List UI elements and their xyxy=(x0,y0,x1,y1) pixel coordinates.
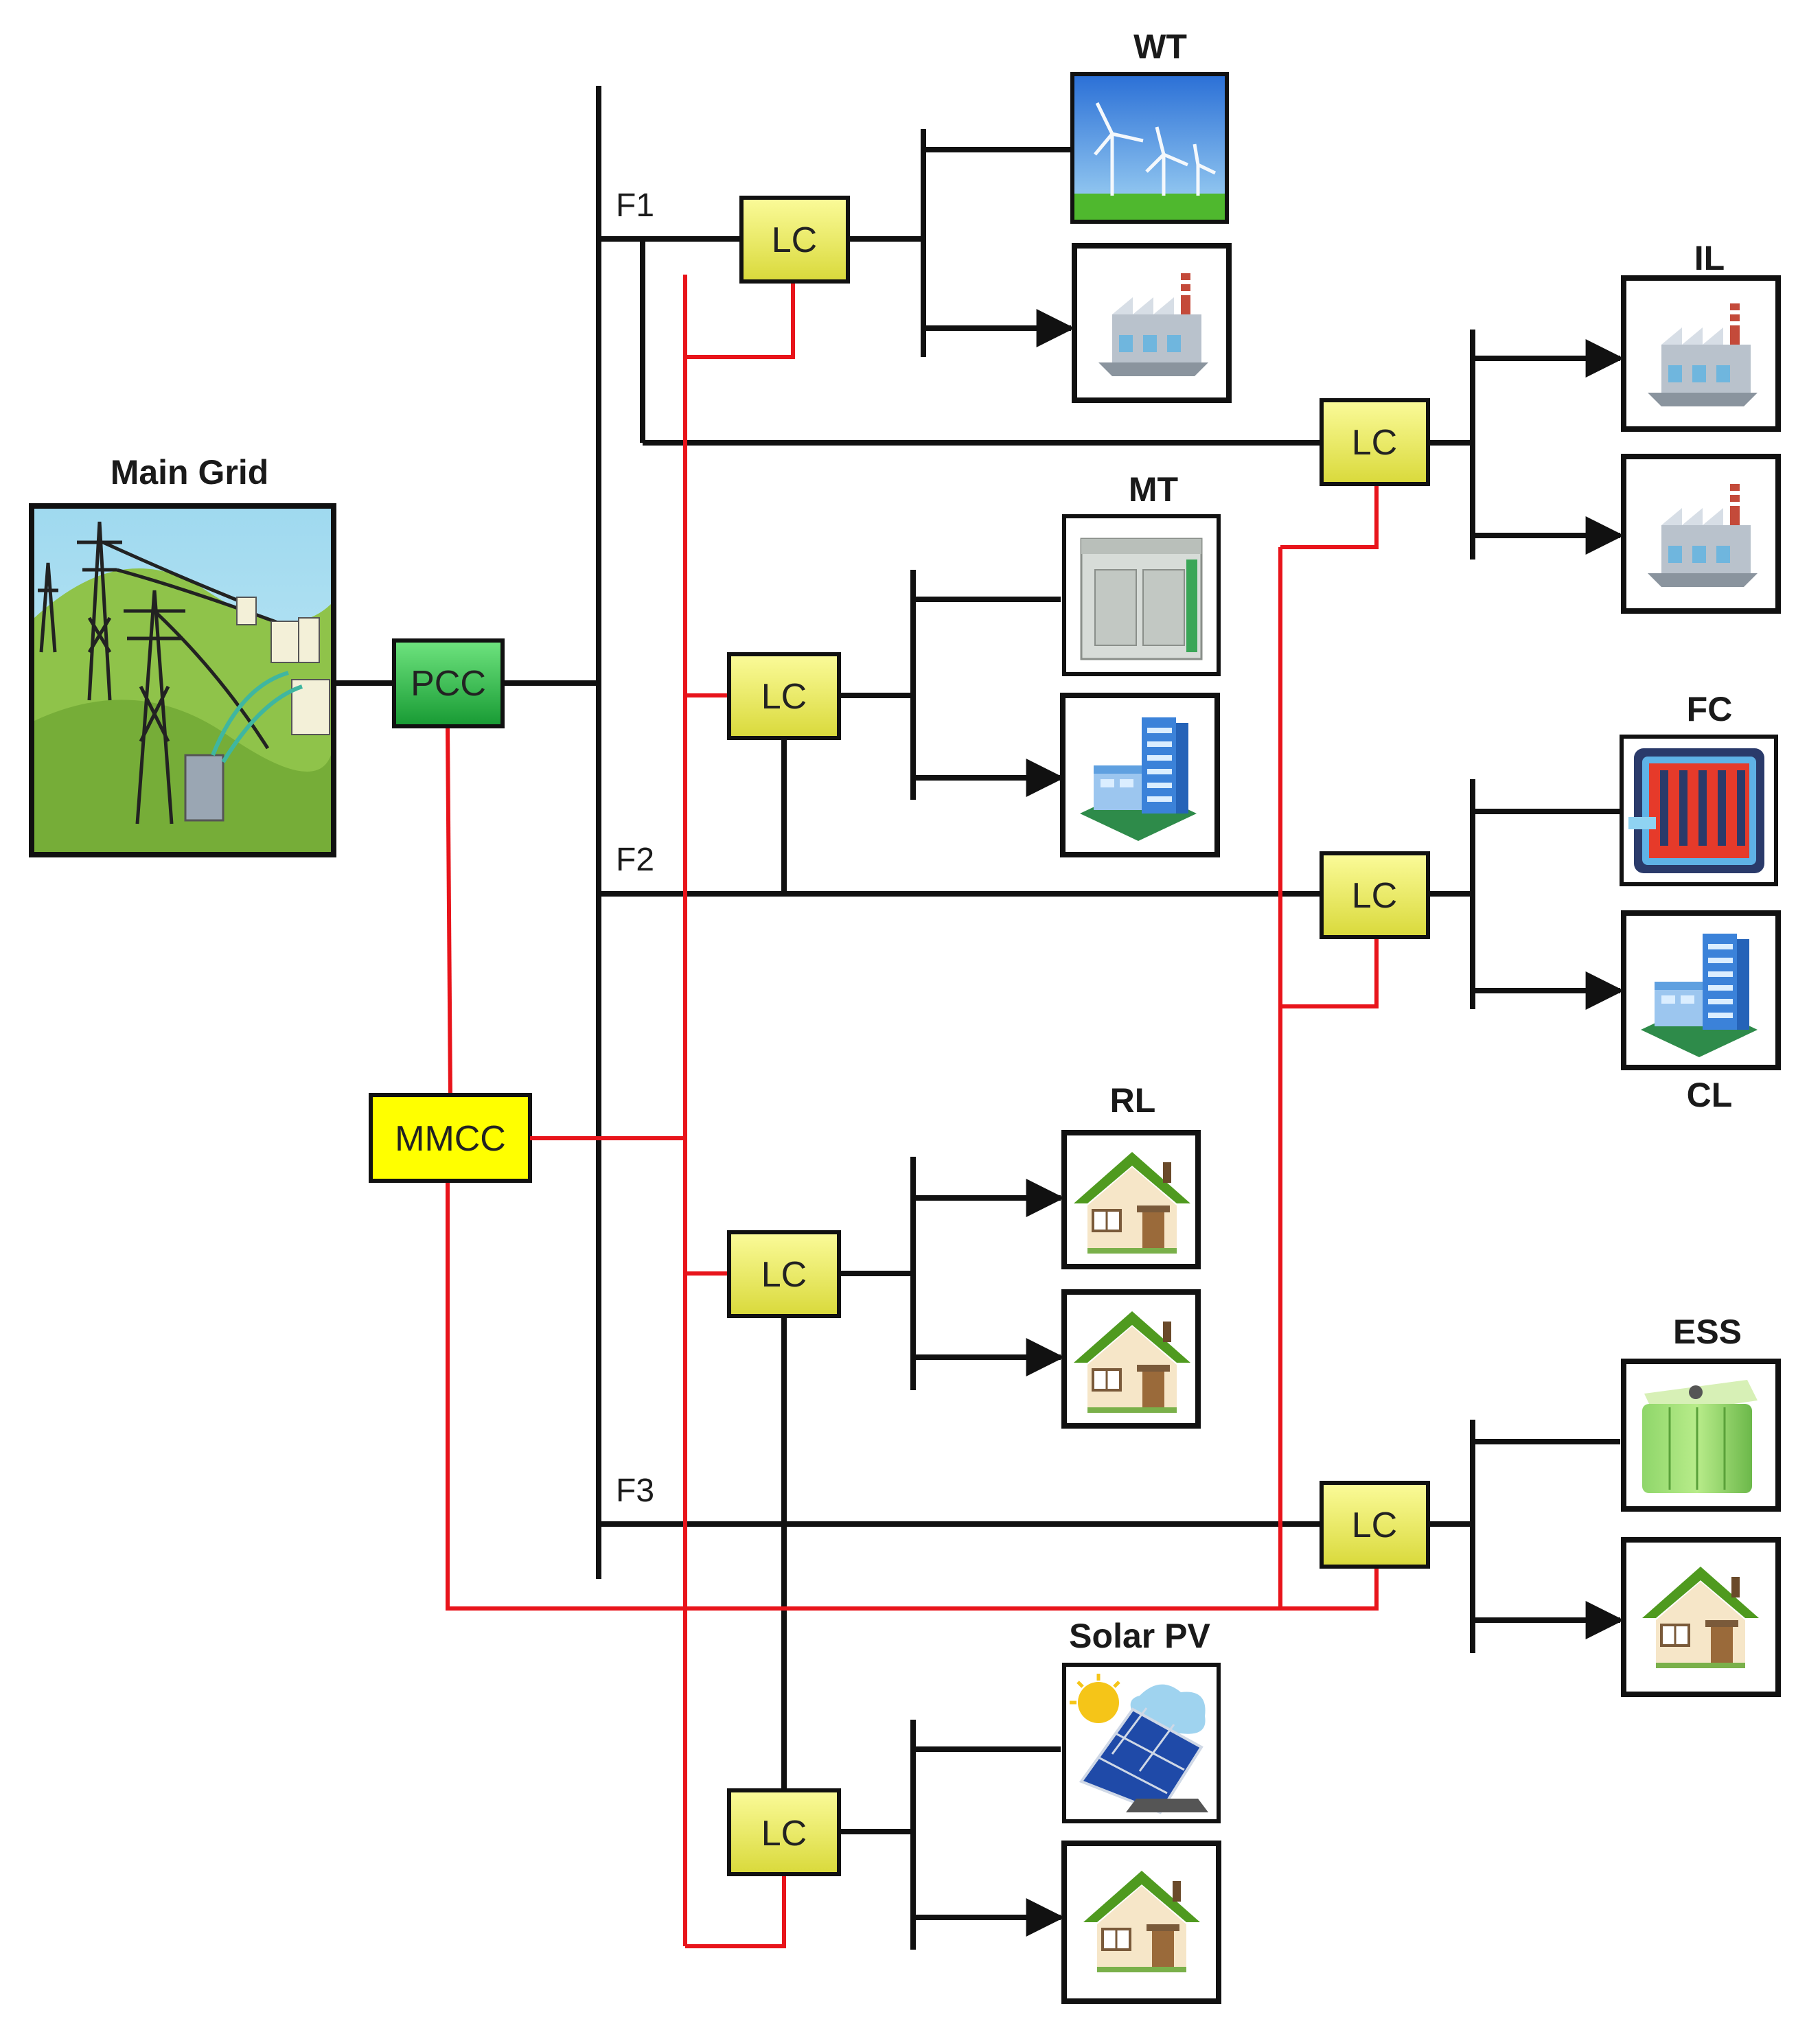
wt-label: WT xyxy=(1133,27,1187,66)
main-grid-icon xyxy=(29,503,336,857)
house-icon xyxy=(1061,1130,1201,1269)
house-icon xyxy=(1621,1537,1781,1697)
lc-label: LC xyxy=(1352,423,1397,463)
office-building-icon xyxy=(1060,693,1220,857)
factory-icon xyxy=(1072,243,1232,403)
office-building-icon xyxy=(1621,910,1781,1070)
factory-icon xyxy=(1621,454,1781,614)
pcc-box[interactable]: PCC xyxy=(392,638,505,728)
solar-panel-icon xyxy=(1062,1663,1221,1823)
lc-box-f2-mt[interactable]: LC xyxy=(727,652,841,740)
lc-label: LC xyxy=(761,677,807,717)
ess-label: ESS xyxy=(1673,1313,1742,1351)
factory-icon xyxy=(1621,275,1781,432)
feeder-f1-label: F1 xyxy=(616,187,654,224)
house-icon xyxy=(1061,1841,1221,2004)
communication-lines xyxy=(446,275,1379,1948)
fc-label: FC xyxy=(1687,690,1733,728)
cl-label: CL xyxy=(1687,1076,1733,1114)
mmcc-label: MMCC xyxy=(395,1119,506,1159)
solar-pv-label: Solar PV xyxy=(1069,1617,1210,1655)
lc-label: LC xyxy=(761,1814,807,1854)
rl-label: RL xyxy=(1110,1081,1156,1120)
main-grid-label: Main Grid xyxy=(111,453,269,492)
lc-label: LC xyxy=(761,1255,807,1295)
lc-label: LC xyxy=(772,220,817,260)
lc-label: LC xyxy=(1352,876,1397,916)
microturbine-icon xyxy=(1062,514,1221,676)
lc-box-f2-rl[interactable]: LC xyxy=(727,1230,841,1318)
power-lines xyxy=(334,86,1624,1950)
lc-label: LC xyxy=(1352,1505,1397,1545)
lc-box-f3-solar[interactable]: LC xyxy=(727,1788,841,1876)
fuel-cell-icon xyxy=(1620,735,1778,886)
feeder-f3-label: F3 xyxy=(616,1473,654,1509)
pcc-label: PCC xyxy=(411,664,486,704)
lc-box-f1-top[interactable]: LC xyxy=(739,196,850,284)
mt-label: MT xyxy=(1129,470,1178,509)
wind-turbine-icon xyxy=(1070,72,1229,224)
lc-box-f3-ess[interactable]: LC xyxy=(1320,1481,1430,1569)
mmcc-box[interactable]: MMCC xyxy=(369,1093,532,1183)
il-label: IL xyxy=(1694,239,1725,277)
feeder-f2-label: F2 xyxy=(616,842,654,878)
lc-box-f2-fc[interactable]: LC xyxy=(1320,851,1430,939)
battery-icon xyxy=(1621,1359,1781,1512)
lc-box-f1-il[interactable]: LC xyxy=(1320,398,1430,486)
house-icon xyxy=(1061,1289,1201,1429)
